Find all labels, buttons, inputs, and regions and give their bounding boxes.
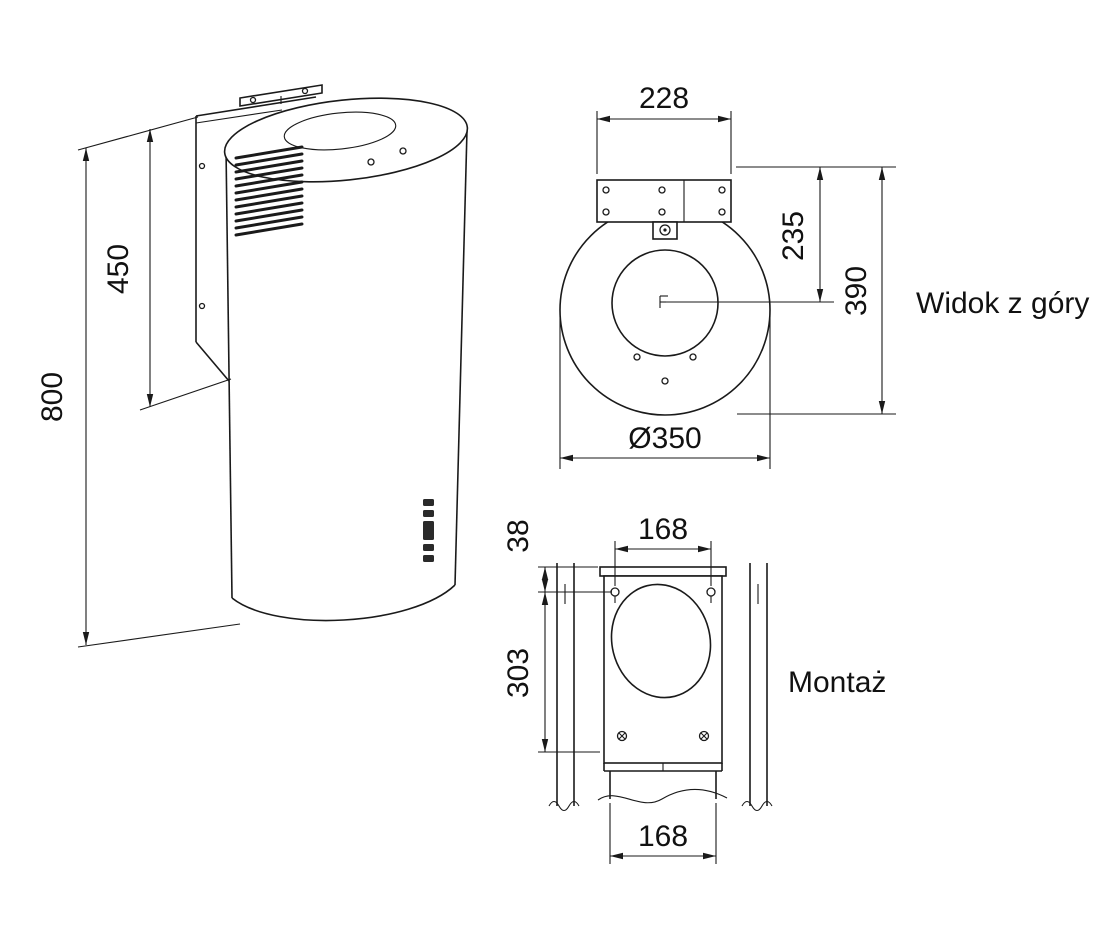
oval-cutout: [610, 583, 712, 699]
top-view-caption: Widok z góry: [916, 287, 1089, 320]
dim-390-label: 390: [840, 266, 873, 316]
lower-chimney: [597, 763, 728, 804]
dim-235-label: 235: [777, 211, 810, 261]
break-line-right: [741, 800, 773, 812]
screw-bottom-right: [698, 730, 710, 742]
dimension-38: 38: [502, 519, 612, 593]
dimension-303: 303: [502, 592, 600, 753]
dim-800-label: 800: [36, 372, 69, 422]
dim-228-label: 228: [639, 82, 689, 115]
wall-plate: [195, 96, 317, 382]
hook-right: [706, 587, 716, 603]
dim-168-top-label: 168: [638, 513, 688, 546]
dim-303-label: 303: [502, 648, 535, 698]
duct-connector: [652, 221, 678, 240]
dimension-235: 235: [736, 166, 896, 302]
wall-left: [548, 563, 580, 812]
dim-450-label: 450: [102, 244, 135, 294]
front-view: 800 450: [36, 84, 469, 648]
dim-38-label: 38: [502, 519, 535, 552]
cylinder-fill: [226, 130, 467, 621]
inner-circle: [611, 249, 719, 357]
dimension-diameter-350: Ø350: [559, 316, 771, 469]
dimension-450: 450: [102, 129, 232, 411]
control-panel: [423, 499, 434, 562]
dim-168-bottom-label: 168: [638, 820, 688, 853]
cylinder-top-face: [223, 97, 469, 183]
screw-bottom-left: [616, 730, 628, 742]
dimension-800: 800: [36, 116, 241, 648]
dim-350-label: Ø350: [628, 422, 701, 455]
dimension-228: 228: [596, 82, 732, 174]
cylinder-bottom-edge: [231, 584, 456, 622]
break-line-center: [597, 789, 728, 804]
mounting-caption: Montaż: [788, 666, 886, 699]
wall-right: [741, 563, 773, 812]
dimension-168-bottom: 168: [609, 803, 717, 864]
top-flange: [239, 84, 323, 107]
vent-grille: [234, 145, 304, 237]
plate-flange: [599, 566, 727, 577]
mounting-bracket-top: [596, 179, 732, 223]
top-inner-ring: [283, 111, 397, 151]
cylinder-body: [223, 97, 469, 622]
dimension-168-top: 168: [614, 513, 712, 586]
mounting-view: 38 168 303 168 Montaż: [502, 513, 886, 864]
dimension-390: 390: [737, 167, 896, 415]
top-view: 228 235 390 Ø350 Widok z góry: [559, 82, 1089, 469]
break-line-left: [548, 800, 580, 812]
mounting-plate: [599, 566, 727, 764]
